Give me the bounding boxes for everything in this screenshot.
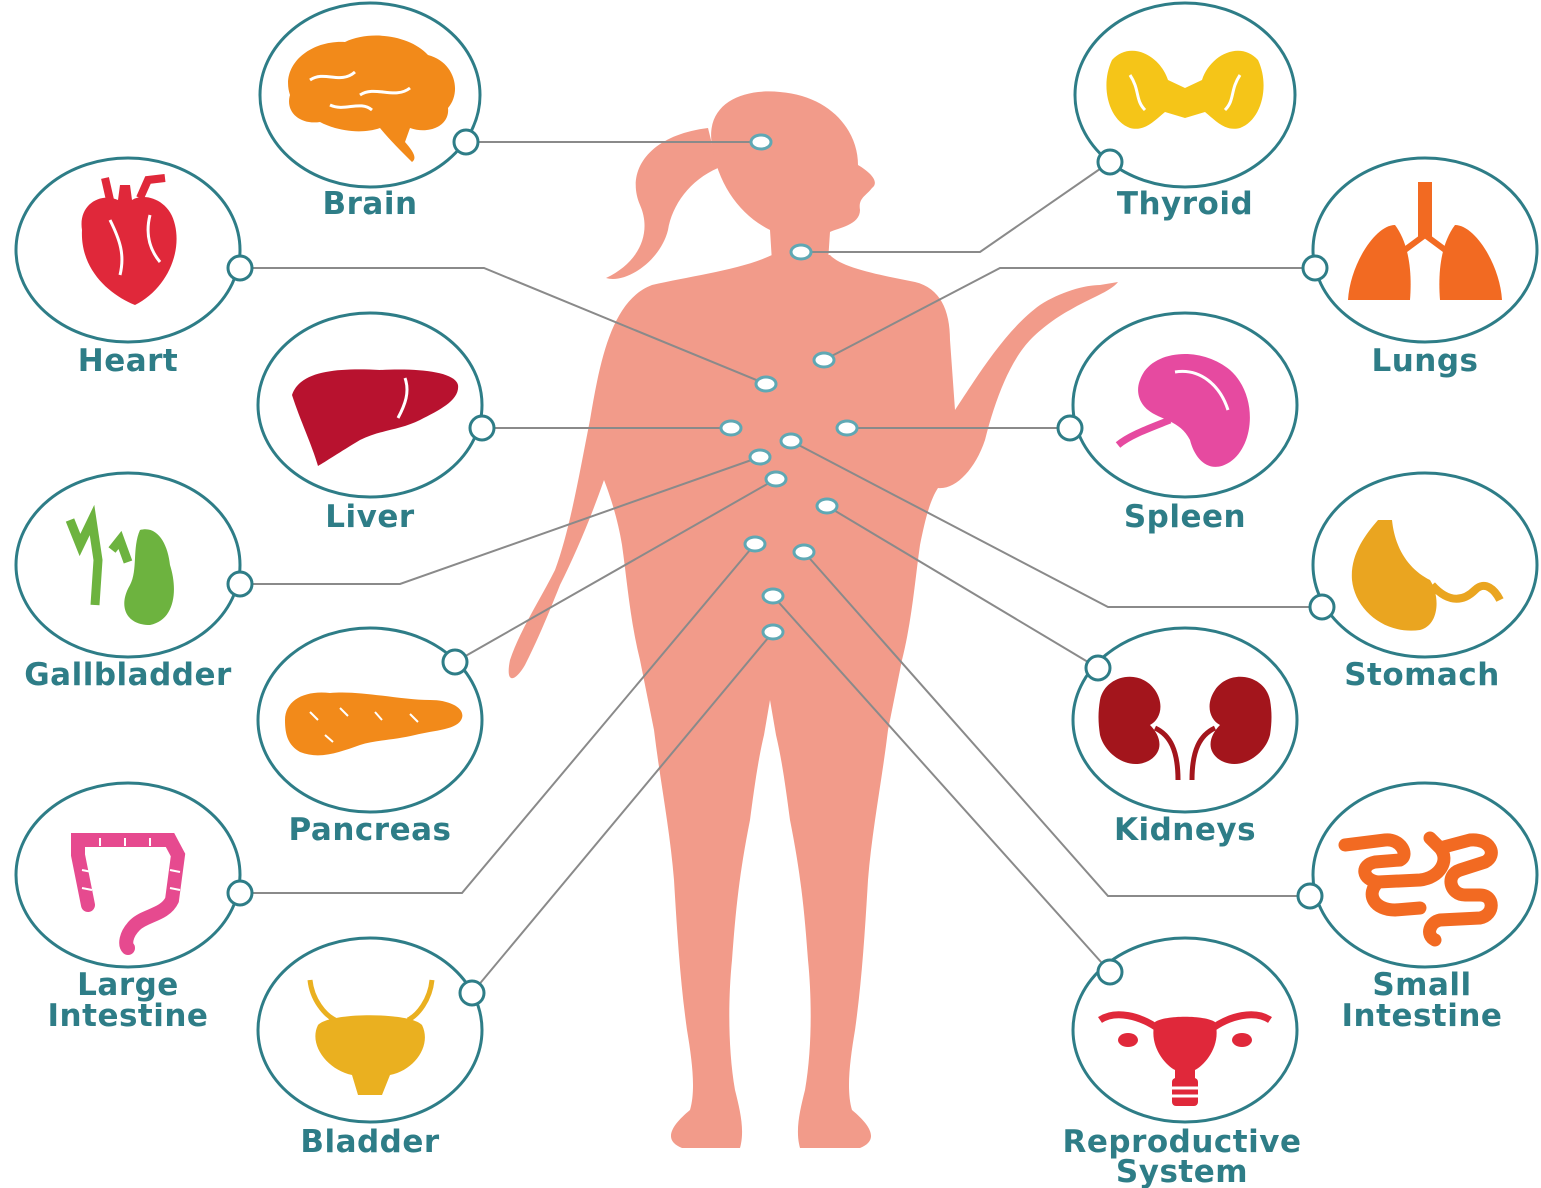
- organ-badge-reproductive-system[interactable]: Reproductive System: [1063, 938, 1302, 1188]
- organ-label-stomach: Stomach: [1344, 657, 1500, 693]
- organ-badge-thyroid[interactable]: Thyroid: [1075, 3, 1295, 222]
- connector-knob-thyroid: [1098, 150, 1122, 174]
- organ-label-reproductive-line2: System: [1116, 1154, 1248, 1188]
- connector-knob-bladder: [460, 981, 484, 1005]
- organ-label-large-intestine-line2: Intestine: [48, 998, 209, 1034]
- organ-badge-stomach[interactable]: Stomach: [1310, 473, 1537, 693]
- organ-badge-liver[interactable]: Liver: [258, 313, 494, 535]
- organ-badge-gallbladder[interactable]: Gallbladder: [16, 473, 252, 693]
- organ-badge-small-intestine[interactable]: Small Intestine: [1298, 783, 1537, 1034]
- organ-badge-bladder[interactable]: Bladder: [258, 938, 484, 1160]
- connector-knob-lungs: [1303, 256, 1327, 280]
- organ-label-pancreas: Pancreas: [289, 812, 452, 848]
- female-body-silhouette: [509, 91, 1118, 1148]
- connector-knob-reproductive: [1098, 960, 1122, 984]
- organ-badge-large-intestine[interactable]: Large Intestine: [16, 783, 252, 1034]
- organ-label-liver: Liver: [325, 499, 415, 535]
- organ-badge-kidneys[interactable]: Kidneys: [1073, 628, 1297, 848]
- connector-knob-gallbladder: [228, 572, 252, 596]
- connector-knob-brain: [454, 130, 478, 154]
- organ-badge-pancreas[interactable]: Pancreas: [258, 628, 482, 848]
- connector-knob-liver: [470, 416, 494, 440]
- connector-knob-large-intestine: [228, 881, 252, 905]
- organ-badge-heart[interactable]: Heart: [16, 158, 252, 379]
- connector-knob-heart: [228, 256, 252, 280]
- connector-knob-pancreas: [443, 650, 467, 674]
- organ-label-heart: Heart: [78, 343, 179, 379]
- organ-label-thyroid: Thyroid: [1117, 186, 1253, 222]
- organ-badge-spleen[interactable]: Spleen: [1058, 313, 1297, 535]
- organ-label-gallbladder: Gallbladder: [24, 657, 232, 693]
- connector-knob-spleen: [1058, 416, 1082, 440]
- organ-label-kidneys: Kidneys: [1114, 812, 1256, 848]
- organ-label-spleen: Spleen: [1124, 499, 1246, 535]
- organ-label-bladder: Bladder: [300, 1124, 440, 1160]
- organ-label-brain: Brain: [322, 186, 417, 222]
- connector-knob-small-intestine: [1298, 884, 1322, 908]
- organ-badge-brain[interactable]: Brain: [260, 3, 480, 222]
- connector-knob-kidneys: [1086, 656, 1110, 680]
- organ-label-small-intestine-line2: Intestine: [1342, 998, 1503, 1034]
- organ-label-lungs: Lungs: [1371, 343, 1478, 379]
- connector-knob-stomach: [1310, 595, 1334, 619]
- organ-badge-lungs[interactable]: Lungs: [1303, 158, 1537, 379]
